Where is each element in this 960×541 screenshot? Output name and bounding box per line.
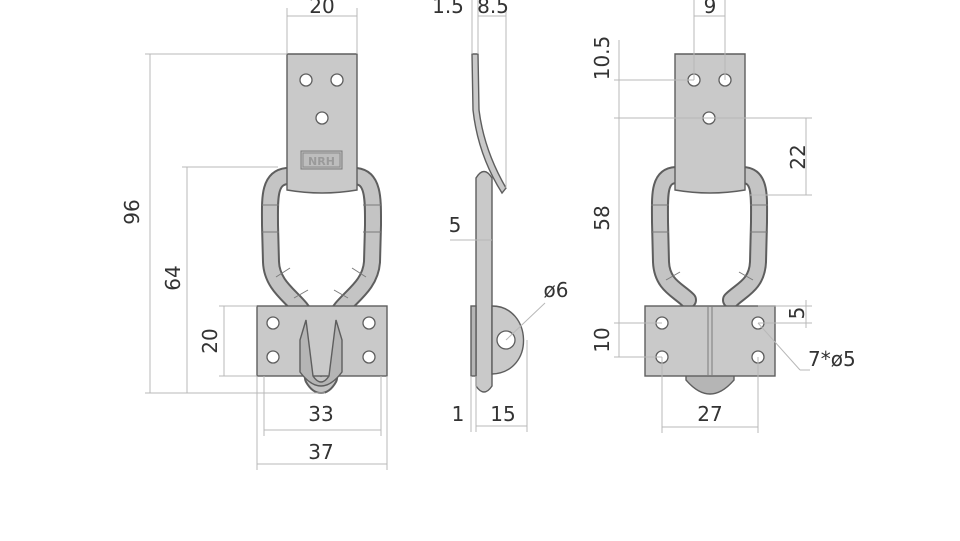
brand-logo: NRH xyxy=(300,150,343,170)
base-hole xyxy=(362,316,376,330)
base-hole xyxy=(266,316,280,330)
dim-plate-width: 20 xyxy=(309,0,334,18)
back-base-plate xyxy=(644,305,776,377)
dim-top-offset: 10.5 xyxy=(590,36,614,81)
dim-base-hole-spacing-v: 10 xyxy=(590,327,614,352)
side-dimension-lines xyxy=(450,0,546,432)
dim-overall-height: 96 xyxy=(120,199,144,224)
dim-hole-to-loop: 22 xyxy=(786,144,810,169)
dim-base-hole-spacing-h: 27 xyxy=(697,402,722,426)
dim-base-hole-offset: 5 xyxy=(785,307,809,320)
plate-hole xyxy=(299,73,313,87)
dim-wire-offset: 5 xyxy=(449,213,462,237)
dim-hook-offset: 8.5 xyxy=(477,0,509,18)
dim-base-outer-width: 37 xyxy=(308,440,333,464)
plate-hole xyxy=(330,73,344,87)
base-hole xyxy=(266,350,280,364)
side-base-plate xyxy=(470,305,477,377)
dim-base-thickness: 1 xyxy=(452,402,465,426)
back-wire-loop xyxy=(650,166,769,309)
side-view: 1.5 8.5 5 ø6 1 15 xyxy=(432,0,568,432)
front-view: NRH 20 96 64 20 33 37 xyxy=(120,0,388,470)
dim-eye-diameter: ø6 xyxy=(544,278,569,302)
dim-base-depth: 15 xyxy=(490,402,515,426)
base-hole xyxy=(362,350,376,364)
back-view: 9 10.5 22 58 10 5 7*ø5 27 xyxy=(590,0,856,433)
dim-hole-spec: 7*ø5 xyxy=(808,347,856,371)
svg-text:NRH: NRH xyxy=(308,155,335,168)
side-wire-body xyxy=(475,170,493,393)
dim-hole-spacing: 9 xyxy=(704,0,717,18)
side-hasp-strip xyxy=(471,53,507,195)
plate-hole xyxy=(315,111,329,125)
front-dimension-lines xyxy=(145,8,388,470)
back-dimension-lines xyxy=(614,0,812,433)
dim-hole-to-base: 58 xyxy=(590,205,614,230)
dim-thickness: 1.5 xyxy=(432,0,464,18)
dim-base-height: 20 xyxy=(198,328,222,353)
dim-loop-height: 64 xyxy=(161,265,185,290)
front-base-plate xyxy=(256,305,388,377)
dim-base-inner-width: 33 xyxy=(308,402,333,426)
